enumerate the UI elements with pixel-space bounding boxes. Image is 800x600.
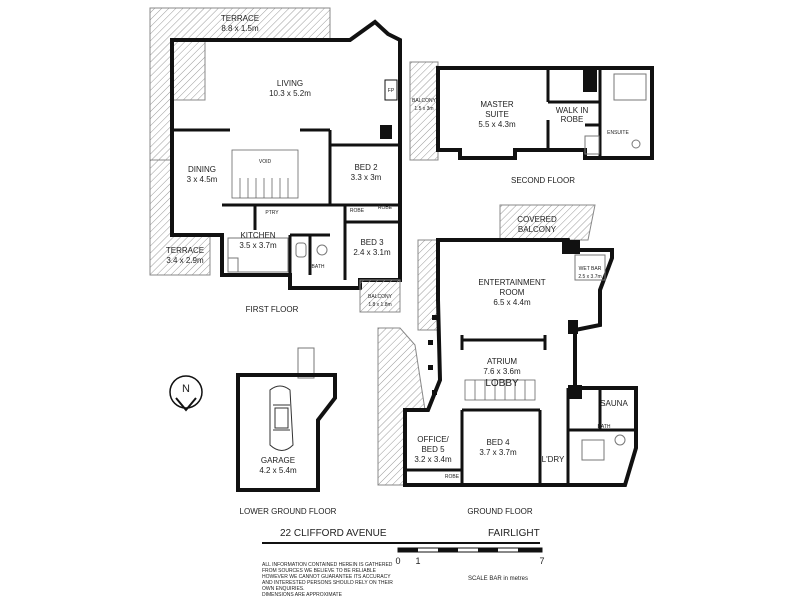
entertainment-label-2: ROOM bbox=[500, 288, 525, 297]
kitchen-counter bbox=[227, 237, 289, 273]
first-floor-label: FIRST FLOOR bbox=[246, 305, 299, 314]
ensuite-label: ENSUITE bbox=[607, 130, 629, 136]
second-floor-plan: BALCONY 1.5 x 3m MASTER SUITE 5.5 x 4.3m… bbox=[409, 61, 654, 185]
balcony-first-size: 1.8 x 1.8m bbox=[368, 302, 391, 308]
second-floor-outer-wall bbox=[436, 66, 654, 160]
ground-floor-plan: COVERED BALCONY ENTERTAINMENT ROOM 6.5 x… bbox=[377, 204, 638, 516]
bed4-label: BED 4 bbox=[486, 438, 510, 447]
second-floor-interior-walls bbox=[546, 68, 602, 158]
bed3-label: BED 3 bbox=[360, 238, 384, 247]
disclaimer-line-3: HOWEVER WE CANNOT GUARANTEE ITS ACCURACY bbox=[262, 574, 391, 580]
scale-tick-1: 1 bbox=[415, 556, 420, 566]
lobby-stair bbox=[464, 379, 536, 401]
disclaimer-line-1: ALL INFORMATION CONTAINED HEREIN IS GATH… bbox=[262, 562, 393, 568]
curved-wall-posts bbox=[428, 315, 437, 395]
scale-tick-0: 0 bbox=[395, 556, 400, 566]
covered-balcony-label-2: BALCONY bbox=[518, 225, 557, 234]
fp-label: FP bbox=[388, 88, 395, 94]
balcony-first-area bbox=[359, 279, 401, 313]
lobby-label: LOBBY bbox=[485, 378, 519, 389]
atrium-size: 7.6 x 3.6m bbox=[483, 367, 521, 376]
wetbar-size: 2.5 x 3.7m bbox=[578, 274, 601, 280]
garage-size: 4.2 x 5.4m bbox=[259, 466, 297, 475]
pantry-label: PTRY bbox=[265, 210, 279, 216]
office-label-1: OFFICE/ bbox=[417, 435, 449, 444]
bath-ground-label: BATH bbox=[598, 424, 611, 430]
office-label-2: BED 5 bbox=[421, 445, 445, 454]
wetbar-label: WET BAR bbox=[579, 266, 602, 272]
walkin-label-1: WALK IN bbox=[556, 106, 589, 115]
robe-bed2-label: ROBE bbox=[350, 208, 365, 214]
master-label-2: SUITE bbox=[485, 110, 509, 119]
entertainment-size: 6.5 x 4.4m bbox=[493, 298, 531, 307]
first-floor-interior-walls bbox=[172, 128, 400, 280]
garage-label: GARAGE bbox=[261, 456, 295, 465]
laundry-label: L'DRY bbox=[542, 455, 565, 464]
sauna-label: SAUNA bbox=[600, 399, 628, 408]
terrace-top-label: TERRACE bbox=[221, 14, 259, 23]
car-icon bbox=[269, 385, 294, 451]
walkin-label-2: ROBE bbox=[561, 115, 584, 124]
scale-bar bbox=[397, 547, 543, 553]
scale-label: SCALE BAR in metres bbox=[468, 576, 528, 582]
void-label: VOID bbox=[259, 159, 272, 165]
covered-balcony-label-1: COVERED bbox=[517, 215, 557, 224]
ground-floor-outer-wall bbox=[403, 238, 638, 487]
entertainment-label-1: ENTERTAINMENT bbox=[478, 278, 545, 287]
ensuite-bath bbox=[613, 73, 647, 101]
dining-size: 3 x 4.5m bbox=[187, 175, 218, 184]
address-suburb: FAIRLIGHT bbox=[488, 528, 540, 539]
covered-balcony-area bbox=[499, 204, 596, 241]
bath-first-label: BATH bbox=[312, 264, 325, 270]
robe-bed3-label: ROBE bbox=[378, 205, 393, 211]
void-stair bbox=[231, 149, 299, 199]
bed3-size: 2.4 x 3.1m bbox=[353, 248, 391, 257]
compass-letter: N bbox=[182, 383, 190, 395]
first-floor-plan: TERRACE 8.8 x 1.5m LIVING 10.3 x 5.2m FP… bbox=[149, 7, 402, 314]
bed4-size: 3.7 x 3.7m bbox=[479, 448, 517, 457]
master-label-1: MASTER bbox=[480, 100, 514, 109]
north-compass: N bbox=[169, 375, 203, 412]
terrace-left-size: 3.4 x 2.9m bbox=[166, 256, 204, 265]
atrium-label: ATRIUM bbox=[487, 357, 517, 366]
living-size: 10.3 x 5.2m bbox=[269, 89, 311, 98]
ground-floor-interior-walls bbox=[405, 335, 636, 485]
terrace-top-size: 8.8 x 1.5m bbox=[221, 24, 259, 33]
disclaimer-line-2: FROM SOURCES WE BELIEVE TO BE RELIABLE bbox=[262, 568, 377, 574]
living-label: LIVING bbox=[277, 79, 303, 88]
balcony-second-label: BALCONY bbox=[412, 98, 437, 104]
ground-floor-label: GROUND FLOOR bbox=[467, 507, 533, 516]
kitchen-size: 3.5 x 3.7m bbox=[239, 241, 277, 250]
office-size: 3.2 x 3.4m bbox=[414, 455, 452, 464]
robe-ground-label: ROBE bbox=[445, 474, 460, 480]
balcony-second-size: 1.5 x 3m bbox=[414, 106, 433, 112]
bed2-label: BED 2 bbox=[354, 163, 378, 172]
disclaimer-line-4: AND INTERESTED PERSONS SHOULD RELY ON TH… bbox=[262, 580, 393, 586]
dining-label: DINING bbox=[188, 165, 216, 174]
garage-outer-wall bbox=[236, 373, 337, 492]
kitchen-label: KITCHEN bbox=[240, 231, 275, 240]
second-floor-label: SECOND FLOOR bbox=[511, 176, 575, 185]
disclaimer-line-6: DIMENSIONS ARE APPROXIMATE bbox=[262, 592, 343, 598]
balcony-first-label: BALCONY bbox=[368, 294, 393, 300]
bed2-size: 3.3 x 3m bbox=[351, 173, 382, 182]
title-block: 22 CLIFFORD AVENUE FAIRLIGHT ALL INFORMA… bbox=[262, 528, 545, 598]
disclaimer-line-5: OWN ENQUIRIES. bbox=[262, 586, 305, 592]
lower-ground-floor-label: LOWER GROUND FLOOR bbox=[240, 507, 337, 516]
balcony-second-area bbox=[409, 61, 439, 161]
scale-tick-7: 7 bbox=[539, 556, 544, 566]
address-street: 22 CLIFFORD AVENUE bbox=[280, 528, 387, 539]
master-size: 5.5 x 4.3m bbox=[478, 120, 516, 129]
lower-ground-floor-plan: GARAGE 4.2 x 5.4m LOWER GROUND FLOOR bbox=[236, 347, 337, 516]
terrace-left-label: TERRACE bbox=[166, 246, 204, 255]
